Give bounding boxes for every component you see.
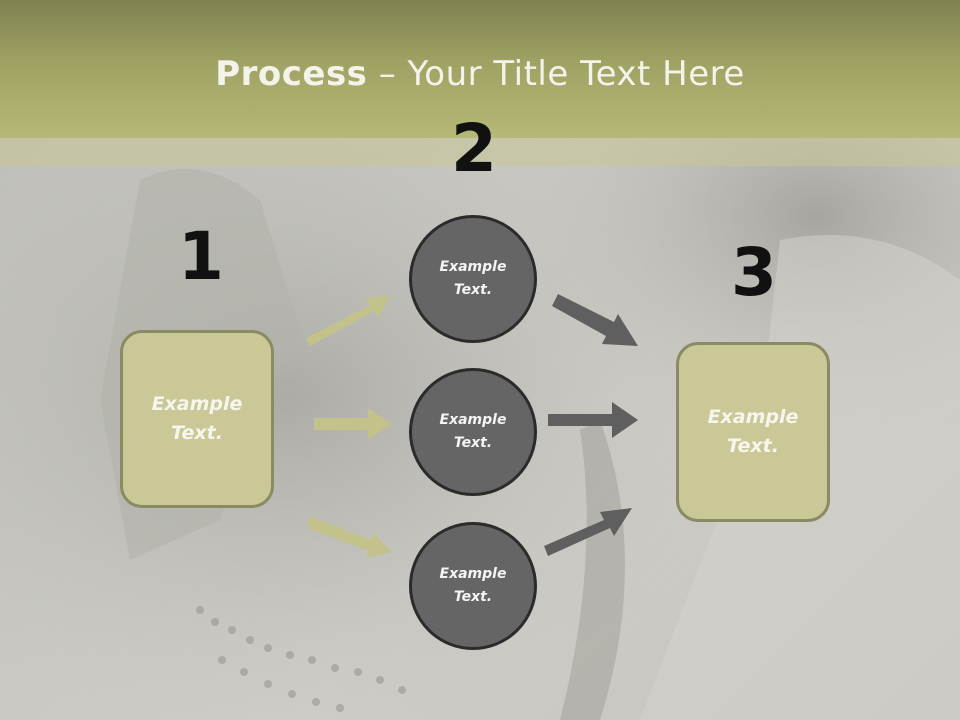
circle-top[interactable]: Example Text. (409, 215, 537, 343)
step-number-1: 1 (178, 218, 224, 295)
step-number-2: 2 (451, 110, 497, 187)
arrow-right-mid (548, 402, 638, 438)
title-bold: Process (215, 54, 368, 94)
left-box-text: Example Text. (152, 390, 243, 448)
step-number-3: 3 (731, 234, 777, 311)
left-box-line2: Text. (171, 422, 223, 444)
arrow-left-up (306, 296, 390, 346)
circle-bottom-line1: Example (439, 566, 507, 582)
slide-title: Process – Your Title Text Here (0, 54, 960, 94)
circle-middle[interactable]: Example Text. (409, 368, 537, 496)
arrow-right-up (552, 294, 638, 346)
title-rest: – Your Title Text Here (367, 54, 745, 94)
circle-bottom[interactable]: Example Text. (409, 522, 537, 650)
arrow-left-mid (314, 408, 392, 440)
right-box-line1: Example (707, 406, 799, 428)
title-bar (0, 0, 960, 138)
right-box[interactable]: Example Text. (676, 342, 830, 522)
circle-bottom-line2: Text. (453, 589, 493, 605)
circle-middle-line1: Example (439, 412, 507, 428)
circle-middle-line2: Text. (453, 435, 493, 451)
left-box[interactable]: Example Text. (120, 330, 274, 508)
circle-top-line1: Example (439, 259, 507, 275)
arrow-left-down (308, 516, 392, 558)
title-bar-strip (0, 138, 960, 166)
right-box-line2: Text. (727, 435, 779, 457)
arrow-right-down (544, 508, 632, 556)
left-box-line1: Example (151, 393, 243, 415)
circle-top-line2: Text. (453, 282, 493, 298)
